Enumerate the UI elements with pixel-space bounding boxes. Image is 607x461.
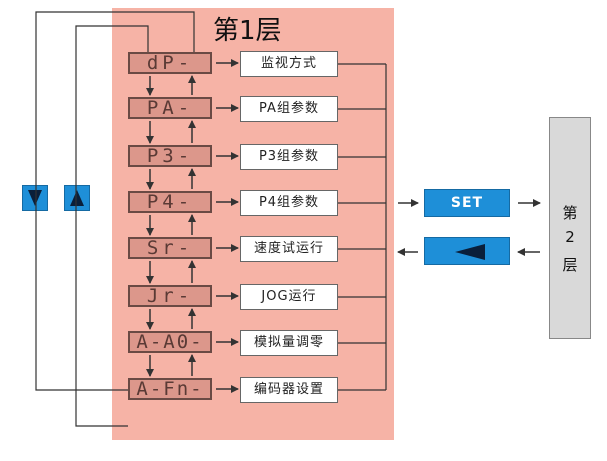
triangle-up-icon: [70, 190, 84, 206]
layer2-text-3: 层: [562, 256, 578, 274]
down-button[interactable]: [22, 185, 48, 211]
label-p4-params: P4组参数: [240, 190, 338, 216]
layer2-text-2: 2: [565, 228, 575, 246]
code-box-p3: P3-: [128, 145, 212, 167]
label-monitor-mode: 监视方式: [240, 51, 338, 77]
code-box-afn: A-Fn-: [128, 378, 212, 400]
up-button[interactable]: [64, 185, 90, 211]
label-jog-run: JOG运行: [240, 284, 338, 310]
layer1-panel: [112, 8, 394, 440]
triangle-left-icon: [455, 244, 485, 260]
layer2-text-1: 第: [562, 204, 578, 222]
back-button[interactable]: [424, 237, 510, 265]
code-box-pa: PA-: [128, 97, 212, 119]
code-box-p4: P4-: [128, 191, 212, 213]
label-encoder-setup: 编码器设置: [240, 377, 338, 403]
code-box-aao: A-A0-: [128, 331, 212, 353]
label-pa-params: PA组参数: [240, 96, 338, 122]
layer2-box: 第 2 层: [549, 117, 591, 339]
code-box-jr: Jr-: [128, 285, 212, 307]
diagram-title: 第1层: [213, 16, 282, 46]
set-button[interactable]: SET: [424, 189, 510, 217]
triangle-down-icon: [28, 190, 42, 206]
label-p3-params: P3组参数: [240, 144, 338, 170]
label-analog-zero: 模拟量调零: [240, 330, 338, 356]
code-box-sr: Sr-: [128, 237, 212, 259]
code-box-dp: dP-: [128, 52, 212, 74]
label-speed-trial: 速度试运行: [240, 236, 338, 262]
